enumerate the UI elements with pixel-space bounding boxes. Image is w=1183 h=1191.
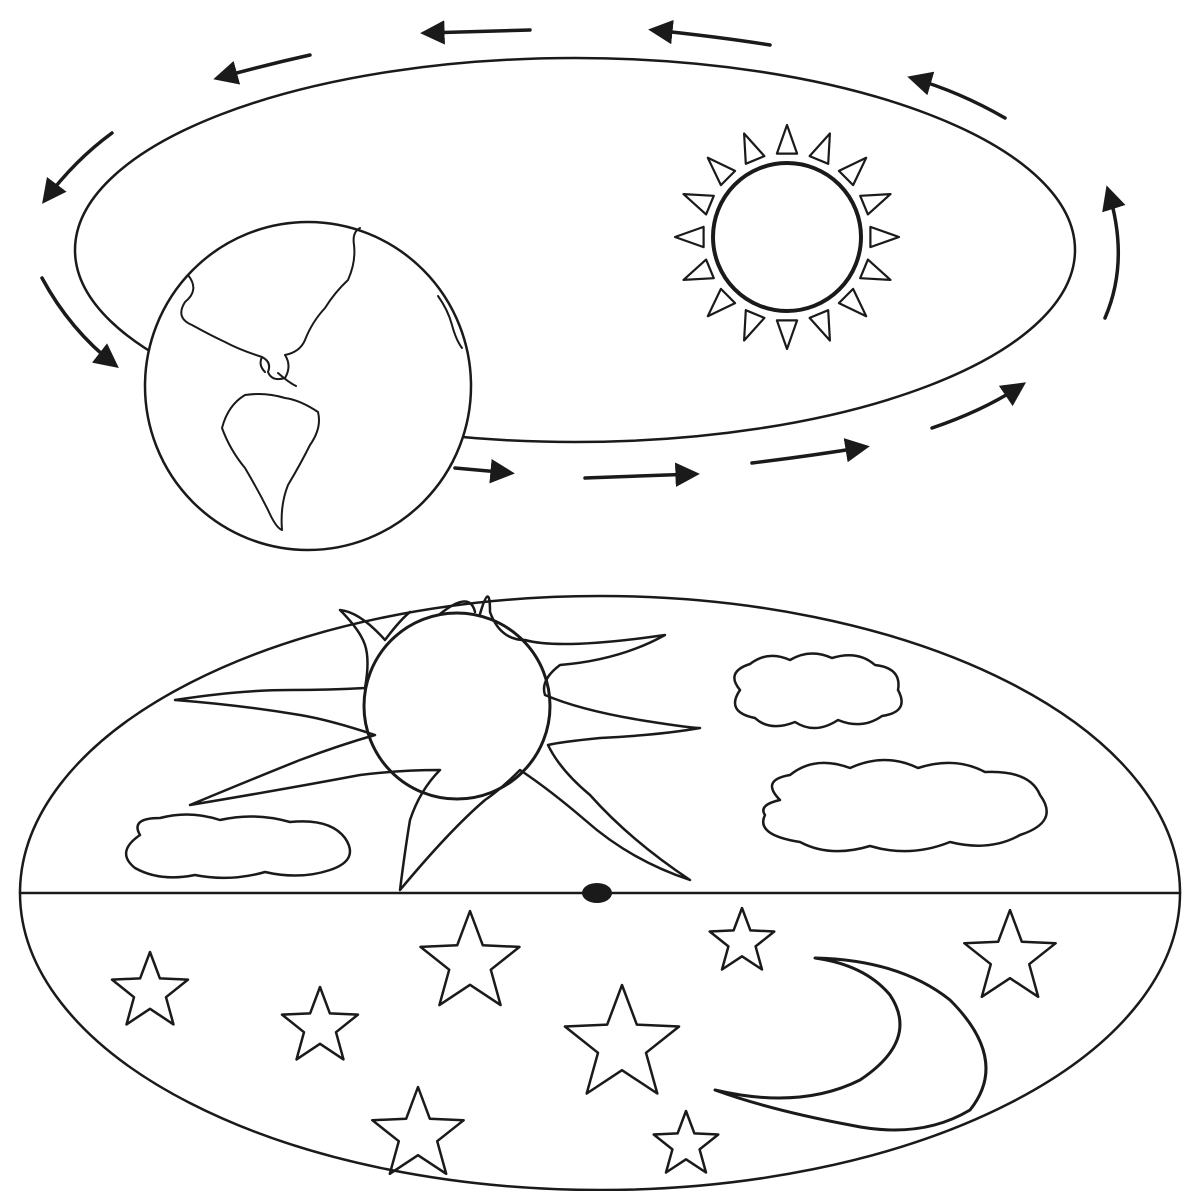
sun-ray [810, 310, 830, 340]
sun-ray [810, 134, 830, 164]
sun-ray [675, 227, 704, 247]
orbit-arrow [585, 474, 695, 478]
earth [145, 222, 471, 550]
orbit-arrow [45, 133, 112, 200]
orbit-arrow [455, 468, 510, 473]
cloud [734, 653, 901, 728]
star [421, 911, 520, 1005]
star [282, 987, 358, 1059]
sun-ray [870, 227, 899, 247]
sun-ray [744, 134, 764, 164]
sun-ray [839, 158, 866, 185]
observer-dot [582, 883, 612, 903]
earth-globe [145, 222, 471, 550]
sun-ray [860, 194, 890, 214]
day-night-panel [20, 596, 1180, 1190]
orbit-arrow [1105, 190, 1118, 318]
sun-ray [860, 260, 890, 280]
sun-ray [708, 158, 735, 185]
sun-ray [744, 310, 764, 340]
sun-ray [684, 260, 714, 280]
sun-ray [839, 289, 866, 316]
star [964, 910, 1055, 997]
day-sun [175, 596, 700, 890]
star [112, 952, 188, 1024]
star [710, 908, 775, 970]
star [565, 985, 679, 1094]
star [654, 1111, 719, 1173]
sun-ray [777, 320, 797, 349]
orbit-arrow [425, 30, 530, 33]
orbit-panel [42, 30, 1118, 550]
star [372, 1087, 463, 1174]
orbit-arrow [218, 55, 310, 78]
sun-disc [713, 163, 861, 311]
sun-ray [684, 194, 714, 214]
cloud [126, 814, 350, 877]
stars [112, 908, 1056, 1174]
orbit-arrow [932, 385, 1022, 428]
orbit-arrow [752, 447, 865, 463]
sun [675, 125, 899, 349]
clouds [126, 653, 1047, 877]
sun-ray [708, 289, 735, 316]
orbit-arrow [42, 278, 115, 365]
sun-ray [777, 125, 797, 154]
cloud [763, 760, 1046, 851]
orbit-arrow [653, 30, 770, 45]
day-sun-rays [175, 596, 700, 890]
crescent-moon [715, 958, 986, 1130]
